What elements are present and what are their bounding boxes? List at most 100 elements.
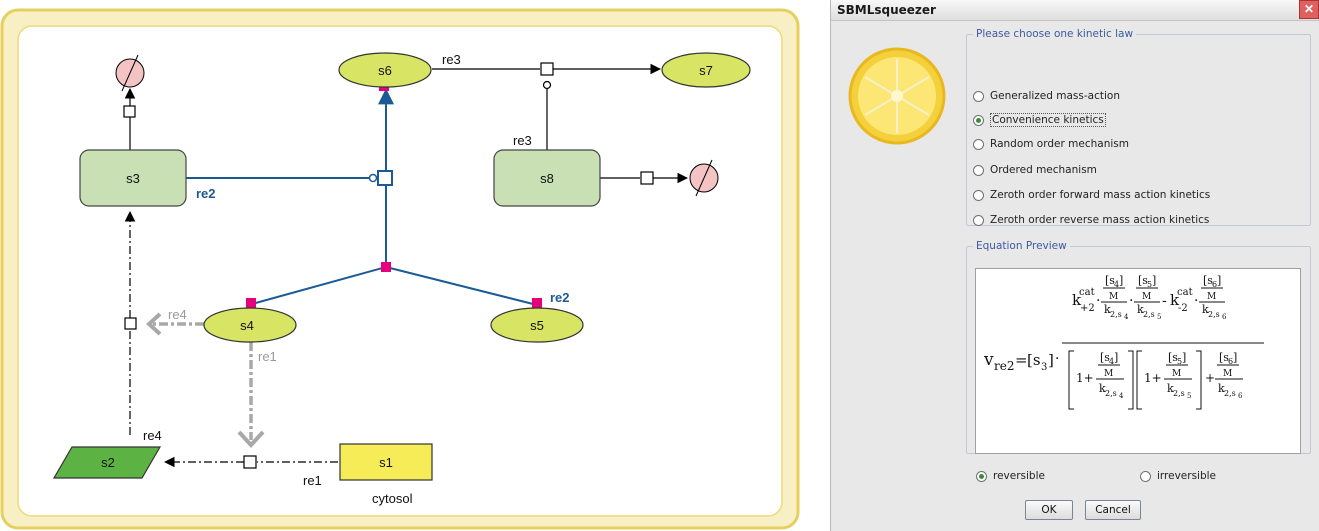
eq-s3: [s [1027, 351, 1041, 369]
radio-icon[interactable] [973, 189, 984, 201]
law-option-generalized-mass-action[interactable]: Generalized mass-action [973, 88, 1120, 104]
species-s4-label: s4 [240, 318, 254, 333]
species-s6-label: s6 [378, 63, 392, 78]
eq-k-sub-n: 5 [1157, 313, 1161, 321]
radio-icon[interactable] [973, 214, 984, 226]
law-label: Zeroth order reverse mass action kinetic… [990, 214, 1210, 226]
re4-label-black: re4 [143, 428, 162, 443]
eq-s3-close: ] [1048, 351, 1054, 369]
reaction-re2[interactable] [186, 81, 542, 308]
eq-k: k [1218, 382, 1225, 395]
reaction-re1[interactable] [163, 342, 338, 469]
law-label: Convenience kinetics [990, 113, 1106, 127]
species-s4[interactable]: s4 [203, 307, 297, 343]
eq-v: v [983, 350, 994, 370]
eq-k-sub-n: 4 [1119, 392, 1124, 400]
law-option-zeroth-forward[interactable]: Zeroth order forward mass action kinetic… [973, 187, 1210, 203]
cancel-button[interactable]: Cancel [1085, 500, 1141, 520]
lemon-icon [848, 47, 946, 145]
eq-k-sub-n: 6 [1222, 313, 1227, 321]
species-s2-label: s2 [101, 455, 115, 470]
re3-label-top: re3 [442, 52, 461, 67]
eq-v-sub: re2 [994, 359, 1014, 373]
eq-k: k [1099, 382, 1106, 395]
radio-icon[interactable] [973, 90, 984, 102]
eq-dot: · [1096, 293, 1100, 309]
re2-process-node[interactable] [377, 170, 393, 186]
eq-k-sub: 2,s [1105, 389, 1117, 398]
species-s3[interactable]: s3 [79, 149, 187, 207]
eq-num-s4-sub: 4 [1114, 280, 1119, 289]
degraded-icon-s8 [689, 159, 719, 197]
radio-icon[interactable] [1140, 470, 1151, 482]
radio-icon[interactable] [973, 164, 984, 176]
compartment-label: cytosol [372, 491, 413, 506]
eq-den-s6-sub: 6 [1228, 357, 1233, 366]
radio-selected-icon[interactable] [976, 470, 987, 482]
eq-cat-rev: cat [1177, 287, 1193, 298]
eq-close: ] [1182, 351, 1186, 364]
re4-label-gray: re4 [168, 307, 187, 322]
reversible-option[interactable]: reversible [976, 470, 1045, 482]
re2-modifier-circle [368, 173, 378, 183]
re1-label-black: re1 [303, 473, 322, 488]
eq-k: k [1202, 303, 1209, 316]
eq-close: ] [1233, 351, 1237, 364]
eq-M: M [1142, 292, 1151, 302]
species-s1[interactable]: s1 [339, 443, 433, 481]
law-option-ordered[interactable]: Ordered mechanism [973, 162, 1097, 178]
law-option-zeroth-reverse[interactable]: Zeroth order reverse mass action kinetic… [973, 212, 1209, 228]
radio-selected-icon[interactable] [973, 114, 984, 126]
eq-M: M [1109, 292, 1118, 302]
species-s1-label: s1 [379, 455, 393, 470]
eq-k-sub: 2,s [1224, 389, 1236, 398]
eq-M: M [1223, 369, 1232, 379]
re1-label-gray: re1 [258, 349, 277, 364]
eq-den-s4-sub: 4 [1109, 357, 1114, 366]
degraded-icon [115, 54, 145, 92]
law-label: Ordered mechanism [990, 164, 1097, 176]
species-s8[interactable]: s8 [493, 149, 601, 207]
species-s8-label: s8 [540, 171, 554, 186]
s8-degradation-reaction[interactable] [600, 171, 689, 185]
species-s7[interactable]: s7 [661, 52, 751, 88]
reaction-network-diagram: cytosol re2 re2 re3 re3 [0, 8, 800, 530]
eq-M: M [1104, 369, 1113, 379]
eq-den-s5: [s [1168, 351, 1178, 364]
eq-k-sub-n: 5 [1187, 392, 1191, 400]
law-option-convenience-kinetics[interactable]: Convenience kinetics [973, 112, 1106, 128]
eq-num-s4: [s [1105, 274, 1115, 287]
species-s5[interactable]: s5 [490, 307, 584, 343]
eq-num-s6-sub: 6 [1212, 280, 1217, 289]
eq-minus2: -2 [1178, 303, 1188, 314]
species-s2[interactable]: s2 [52, 446, 162, 479]
re2-label-left: re2 [196, 186, 216, 201]
eq-num-s6: [s [1203, 274, 1213, 287]
eq-M: M [1207, 292, 1216, 302]
re2-junction-mid [381, 262, 391, 272]
species-s6[interactable]: s6 [338, 52, 432, 88]
eq-k-sub: 2,s [1110, 310, 1122, 319]
dialog-title: SBMLsqueezer [837, 3, 936, 17]
reaction-re4[interactable] [124, 210, 204, 435]
re2-junction-s5 [532, 298, 542, 308]
equation-preview-group: Equation Preview v re2 = [s 3 ] · k cat … [966, 240, 1311, 454]
close-icon[interactable]: ✕ [1299, 0, 1319, 19]
irreversible-option[interactable]: irreversible [1140, 470, 1216, 482]
eq-k-sub: 2,s [1173, 389, 1185, 398]
species-s3-label: s3 [126, 171, 140, 186]
dialog-titlebar[interactable]: SBMLsqueezer ✕ [831, 0, 1319, 21]
re3-label-side: re3 [513, 133, 532, 148]
s3-degradation-reaction[interactable] [123, 87, 136, 150]
radio-icon[interactable] [973, 138, 984, 150]
eq-k-sub: 2,s [1143, 310, 1155, 319]
ok-button[interactable]: OK [1025, 500, 1073, 520]
eq-plus: + [1205, 371, 1215, 385]
kinetic-law-group: Please choose one kinetic law Generalize… [966, 28, 1311, 226]
law-option-random-order[interactable]: Random order mechanism [973, 136, 1129, 152]
eq-close: ] [1152, 274, 1156, 287]
eq-minus: - [1162, 293, 1167, 309]
reaction-re3[interactable] [432, 62, 662, 150]
sbmlsqueezer-dialog: SBMLsqueezer ✕ Please choose one kinetic… [830, 0, 1319, 531]
eq-one-plus: 1+ [1076, 371, 1094, 385]
